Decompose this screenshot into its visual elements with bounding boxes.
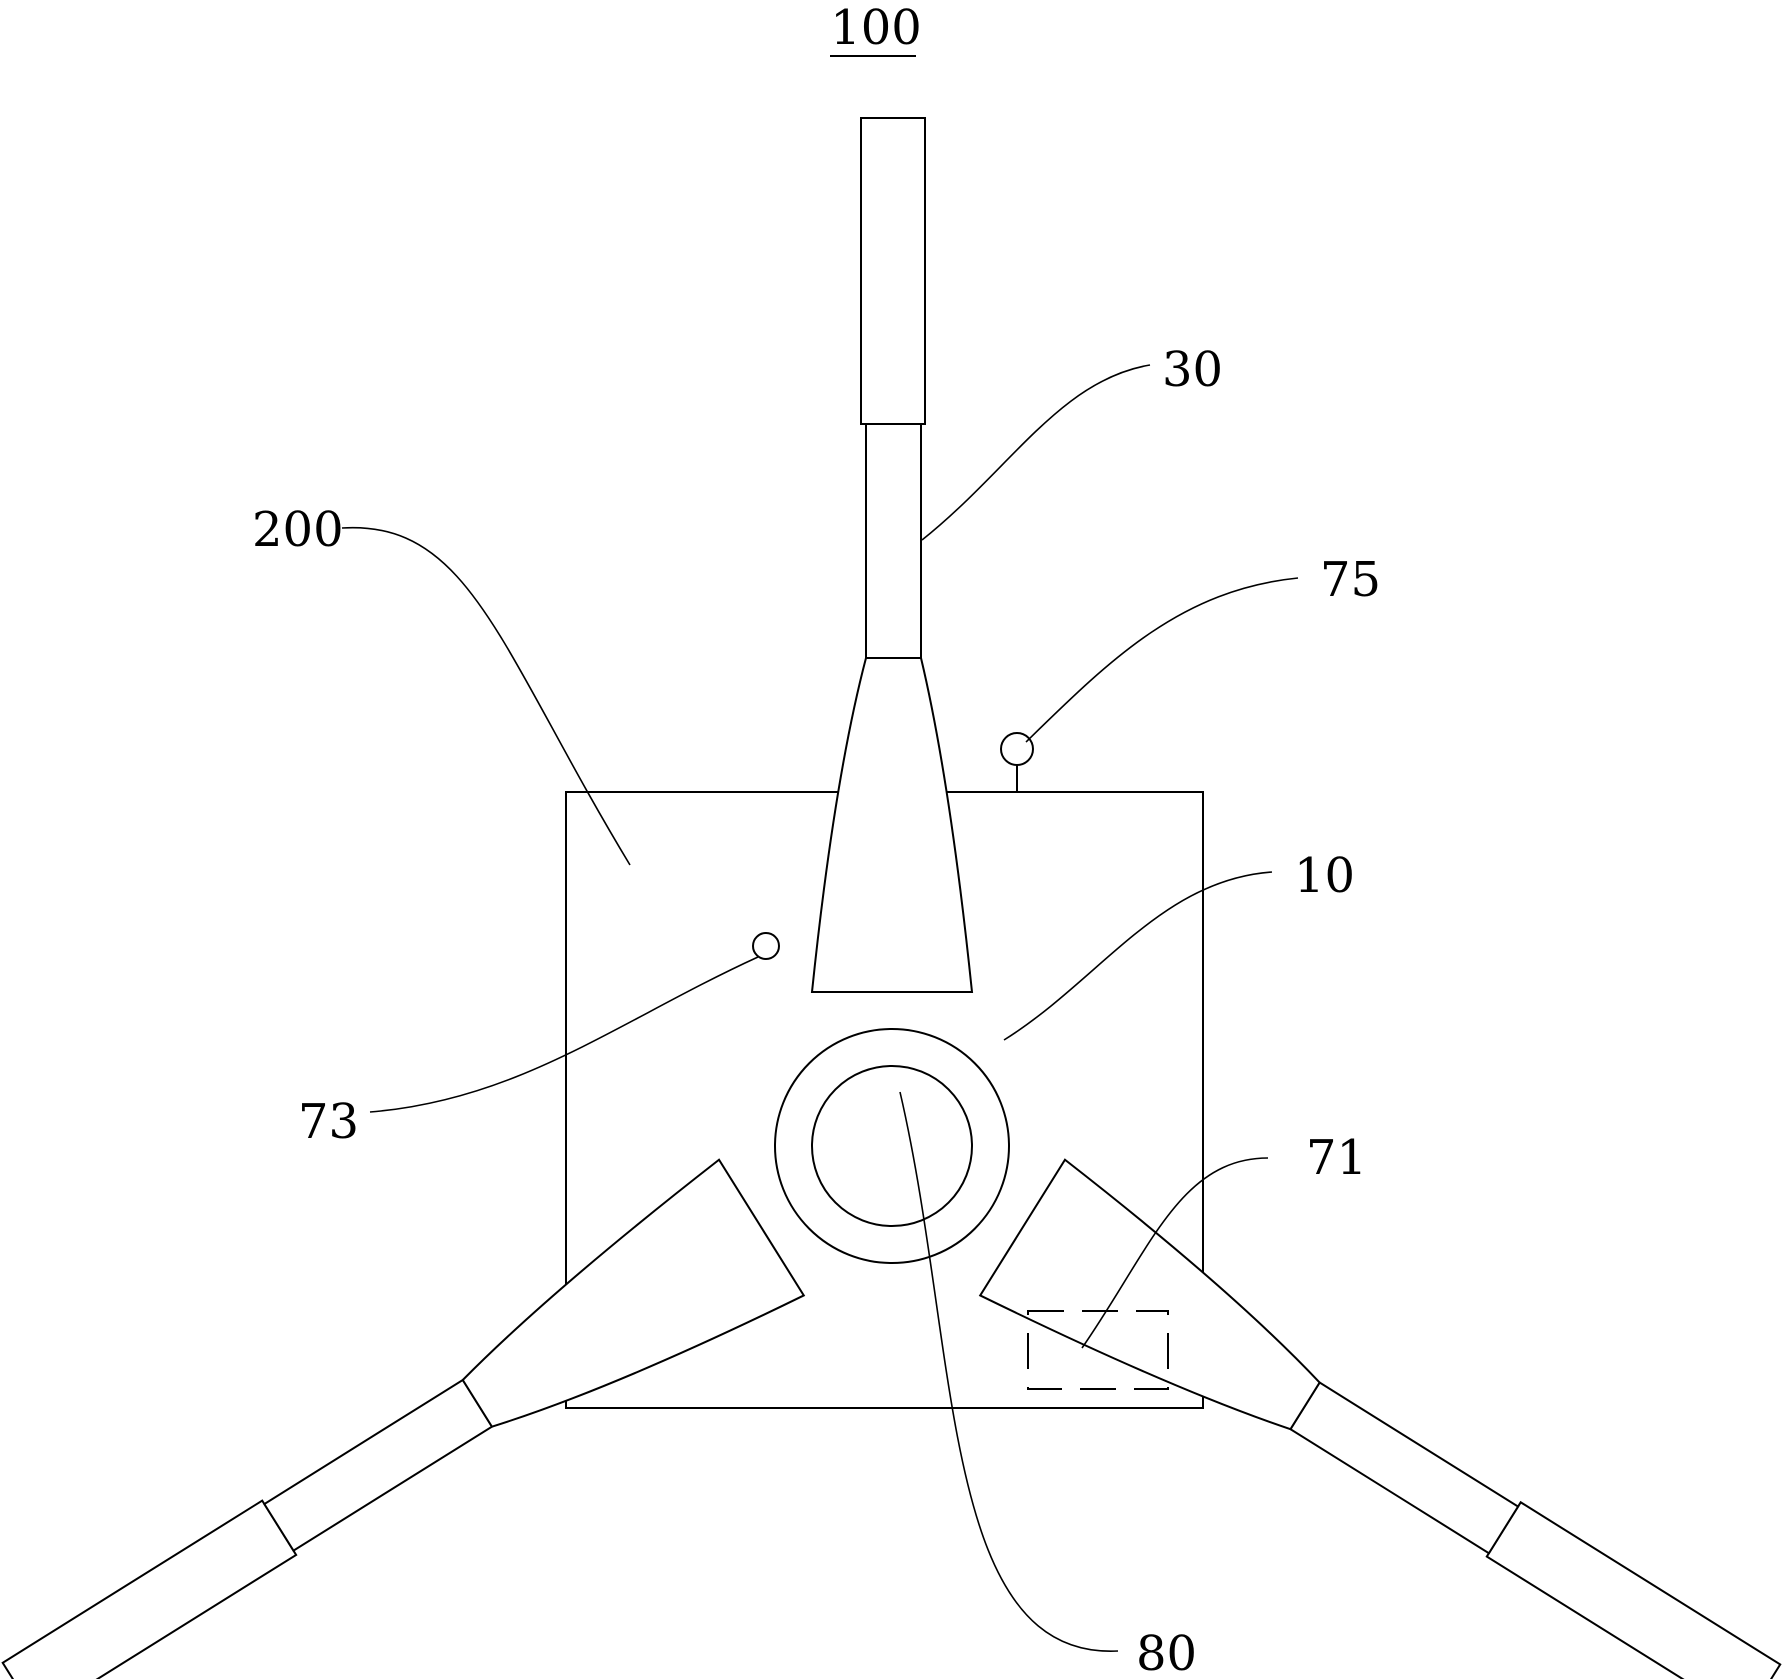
top-leg-shaft (865, 423, 922, 659)
controller-box (1027, 1310, 1169, 1390)
leader-30 (921, 364, 1151, 541)
label-71: 71 (1306, 1130, 1367, 1186)
figure-number: 100 (830, 0, 922, 56)
label-200: 200 (252, 502, 344, 558)
leader-80 (899, 1091, 1119, 1652)
side-sensor (752, 932, 780, 960)
label-80: 80 (1136, 1626, 1197, 1679)
top-leg-arm (810, 657, 974, 993)
leader-75 (1025, 577, 1299, 743)
bottom-right-leg (978, 1158, 1782, 1679)
label-30: 30 (1162, 342, 1223, 398)
label-10: 10 (1294, 848, 1355, 904)
left-leg-tip (1, 1499, 298, 1679)
top-leg (810, 117, 974, 993)
right-leg-shaft (1289, 1381, 1520, 1555)
top-leg-tip (860, 117, 926, 425)
left-leg-arm (461, 1158, 806, 1428)
center-inner-circle (811, 1065, 973, 1227)
right-leg-arm (978, 1158, 1321, 1431)
left-leg-shaft (262, 1378, 494, 1553)
label-73: 73 (298, 1094, 359, 1150)
label-75: 75 (1320, 552, 1381, 608)
leader-71 (1081, 1157, 1269, 1349)
bottom-left-leg (1, 1158, 806, 1679)
leader-10 (1003, 871, 1273, 1041)
top-sensor (1000, 732, 1034, 766)
leader-200 (341, 526, 631, 866)
leader-73 (369, 956, 759, 1113)
right-leg-tip (1485, 1500, 1782, 1679)
